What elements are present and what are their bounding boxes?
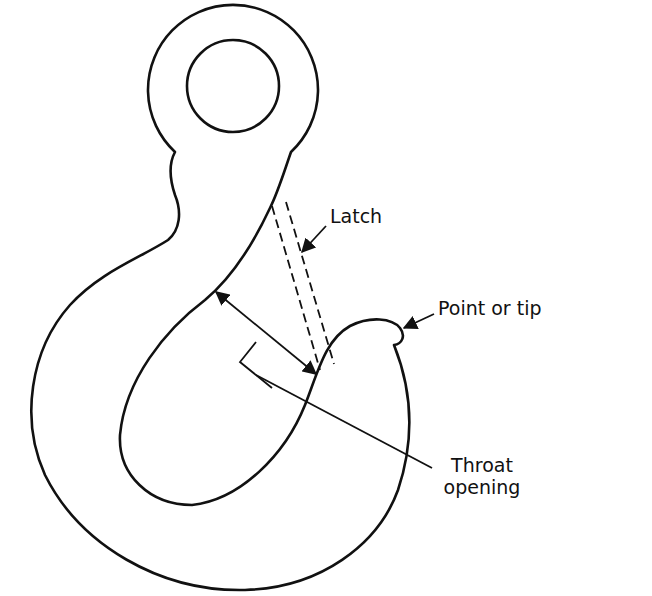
latch-line xyxy=(272,206,320,370)
part-label: Latch xyxy=(330,206,382,228)
part-label: Throat opening xyxy=(436,455,528,499)
hook-outline xyxy=(31,5,409,590)
latch-line xyxy=(286,202,334,364)
throat-dimension xyxy=(216,292,316,374)
leader-line xyxy=(256,375,432,468)
leader-line xyxy=(302,226,326,252)
leader-line xyxy=(404,314,434,328)
eye-hole xyxy=(187,40,279,132)
part-label: Point or tip xyxy=(438,298,541,320)
